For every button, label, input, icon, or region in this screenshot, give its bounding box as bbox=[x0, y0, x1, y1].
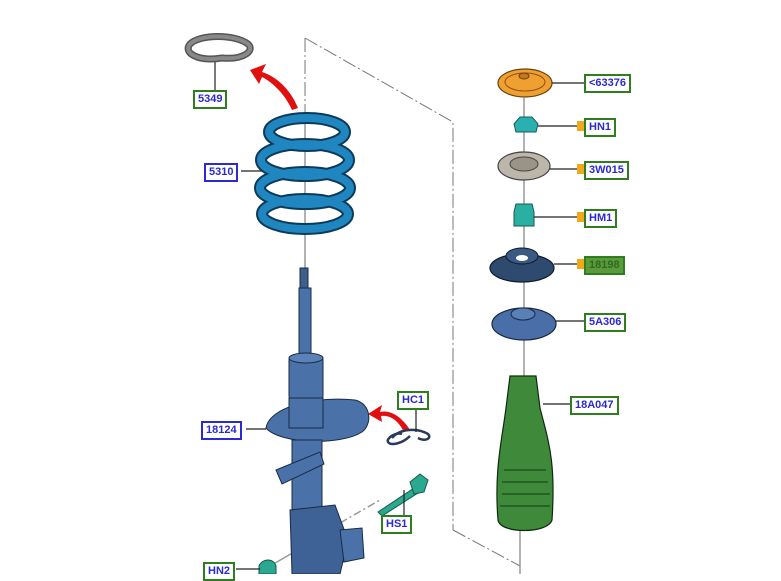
shock-absorber-strut[interactable] bbox=[265, 267, 370, 574]
nut-hm1[interactable] bbox=[513, 203, 535, 227]
callout-5a306[interactable]: 5A306 bbox=[584, 313, 627, 332]
dust-boot[interactable] bbox=[496, 375, 554, 531]
nut-hn1[interactable] bbox=[513, 116, 539, 133]
callout-3w015[interactable]: 3W015 bbox=[584, 161, 629, 180]
callout-hn2[interactable]: HN2 bbox=[203, 562, 236, 581]
washer-bearing[interactable] bbox=[497, 151, 551, 181]
callout-18198[interactable]: 18198 bbox=[584, 256, 625, 275]
marker-icon bbox=[577, 121, 584, 131]
leader-lines bbox=[214, 62, 585, 570]
coil-spring[interactable] bbox=[254, 112, 356, 235]
marker-icon bbox=[577, 164, 584, 174]
callout-5310[interactable]: 5310 bbox=[204, 163, 239, 182]
callout-hn1[interactable]: HN1 bbox=[584, 118, 617, 137]
bolt[interactable] bbox=[377, 473, 429, 517]
callout-hc1[interactable]: HC1 bbox=[397, 391, 430, 410]
marker-icon bbox=[577, 212, 584, 222]
spring-insulator-ring[interactable] bbox=[184, 33, 254, 63]
callout-hs1[interactable]: HS1 bbox=[381, 515, 413, 534]
top-cap[interactable] bbox=[497, 68, 553, 98]
callout-63376[interactable]: <63376 bbox=[584, 74, 632, 93]
install-arrow bbox=[368, 405, 410, 432]
callout-hm1[interactable]: HM1 bbox=[584, 209, 618, 228]
callout-18a047[interactable]: 18A047 bbox=[570, 396, 619, 415]
removal-arrow bbox=[250, 64, 298, 110]
upper-strut-mount[interactable] bbox=[489, 247, 555, 283]
marker-icon bbox=[577, 259, 584, 269]
hose-clip[interactable] bbox=[386, 428, 431, 446]
construction-lines bbox=[304, 37, 521, 567]
callout-5349[interactable]: 5349 bbox=[193, 90, 228, 109]
spring-seat[interactable] bbox=[491, 307, 557, 341]
nut-hn2[interactable] bbox=[258, 559, 277, 574]
callout-18124[interactable]: 18124 bbox=[201, 421, 242, 440]
